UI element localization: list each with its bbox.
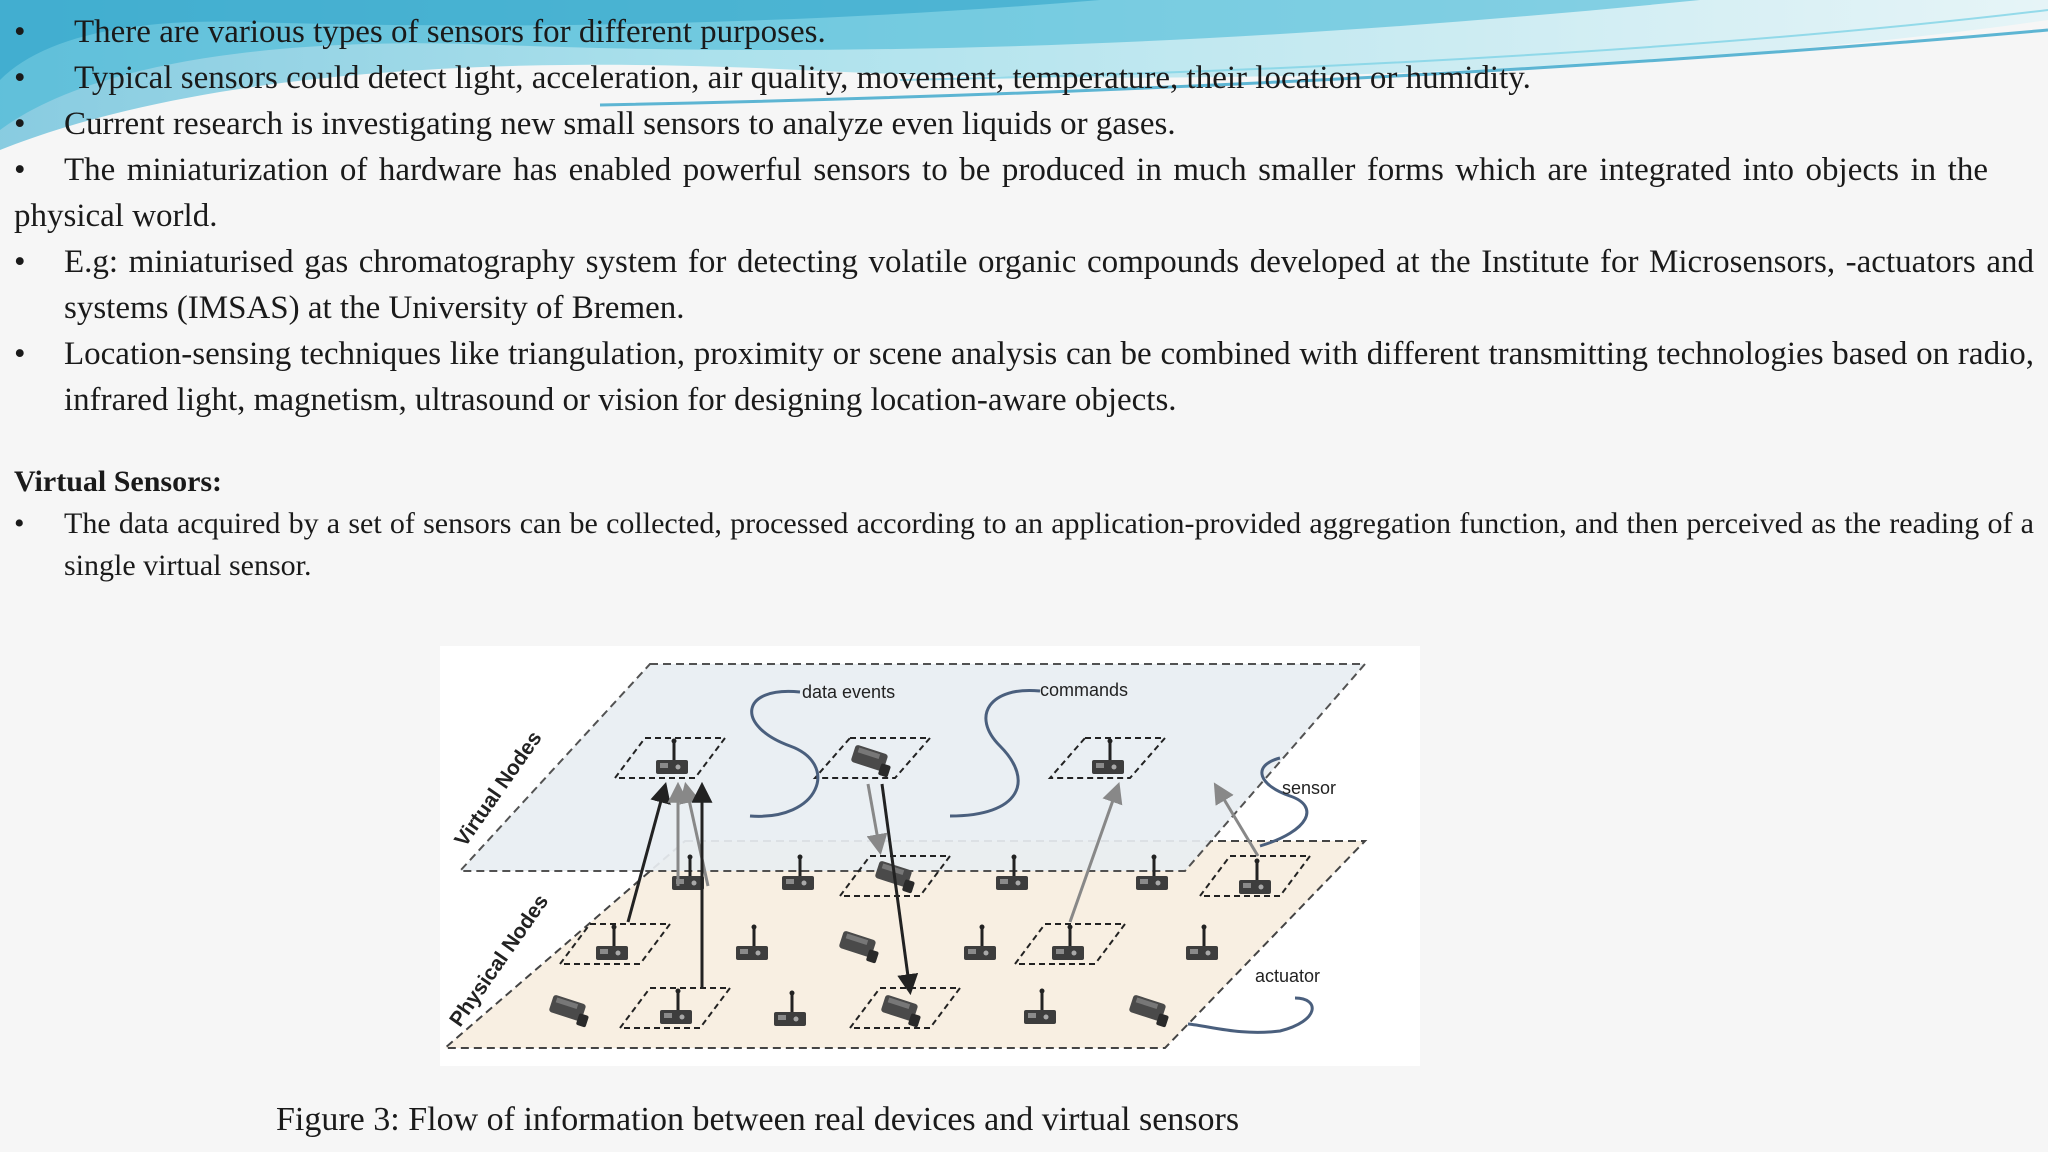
bullet-text: There are various types of sensors for d… [74, 14, 826, 50]
figure-caption: Figure 3: Flow of information between re… [276, 1101, 1240, 1138]
virtual-node-frame [613, 737, 727, 779]
bullet-item: • The miniaturization of hardware has en… [14, 147, 1988, 239]
label-actuator: actuator [1255, 966, 1320, 986]
bullet-item: • Current research is investigating new … [14, 101, 2034, 147]
bullet-marker: • [14, 106, 26, 142]
bullet-marker: • [14, 60, 26, 96]
virtual-plane [457, 663, 1368, 872]
actuator-curve [1187, 996, 1314, 1034]
physical-node-frame [838, 855, 952, 897]
bullet-item: • Location-sensing techniques like trian… [14, 331, 2034, 423]
bullet-marker: • [14, 507, 25, 540]
physical-node-frame [558, 923, 672, 965]
commands-curve [949, 688, 1041, 818]
bullet-marker: • [14, 336, 26, 372]
bullet-item: • E.g: miniaturised gas chromatography s… [14, 239, 2034, 331]
virtual-node-frame [1047, 737, 1168, 779]
flow-arrow [679, 781, 710, 887]
data-events-curve [749, 689, 820, 818]
bullet-item: • The data acquired by a set of sensors … [14, 503, 2034, 587]
sensor-curve [1259, 756, 1309, 848]
header-wave-decoration [0, 0, 2048, 150]
virtual-node-frame [812, 737, 933, 779]
bullet-marker: • [14, 244, 26, 280]
flow-arrow [880, 783, 919, 996]
flow-arrow [1213, 782, 1260, 857]
section-heading-virtual-sensors: Virtual Sensors: [14, 465, 223, 498]
bullet-text: The miniaturization of hardware has enab… [14, 152, 1988, 234]
label-data-events: data events [802, 682, 895, 702]
bullet-text: The data acquired by a set of sensors ca… [64, 507, 2034, 582]
physical-node-frame [1013, 923, 1127, 965]
physical-node-frame [1198, 855, 1312, 897]
label-sensor: sensor [1282, 778, 1336, 798]
figure-virtual-physical-nodes: data events commands sensor actuator Vir… [440, 646, 1420, 1066]
physical-node-frame [848, 987, 962, 1029]
label-commands: commands [1040, 680, 1128, 700]
bullet-item: • There are various types of sensors for… [14, 9, 2034, 55]
bullet-marker: • [14, 152, 26, 188]
bullet-marker: • [14, 14, 26, 50]
bullet-text: E.g: miniaturised gas chromatography sys… [64, 244, 2034, 326]
bullet-text: Location-sensing techniques like triangu… [64, 336, 2034, 418]
flow-arrow [626, 781, 671, 923]
bullet-text: Typical sensors could detect light, acce… [74, 60, 1531, 96]
flow-arrow [1068, 782, 1123, 923]
bullet-text: Current research is investigating new sm… [64, 106, 1176, 142]
bullet-item: • Typical sensors could detect light, ac… [14, 55, 2034, 101]
flow-arrow [866, 783, 888, 856]
figure-diagram: data events commands sensor actuator Vir… [442, 663, 1368, 1049]
